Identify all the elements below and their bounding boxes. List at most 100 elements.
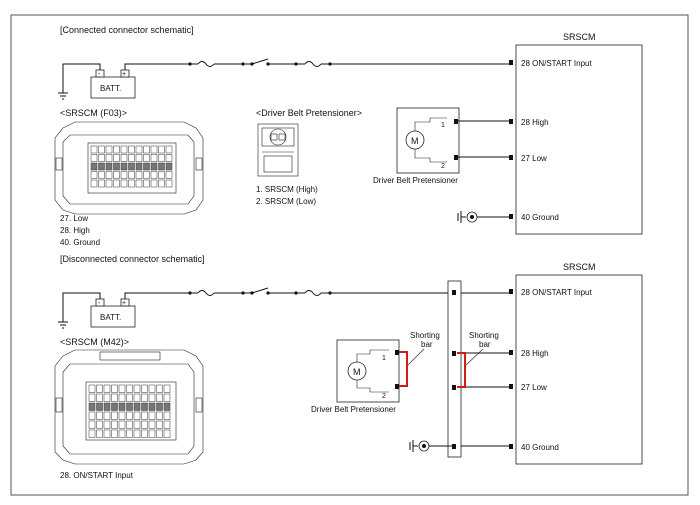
pretensioner-connector <box>257 123 299 177</box>
disconnected-battery-label: BATT. <box>100 313 121 322</box>
connector-terminal <box>128 145 135 154</box>
connector-terminal <box>141 429 148 438</box>
connector-terminal <box>133 429 141 438</box>
connector-terminal <box>158 162 165 171</box>
connector-terminal <box>141 393 148 402</box>
connected-connector-pin-2: 28. High <box>60 226 90 235</box>
connector-terminal <box>165 179 173 188</box>
connector-terminal <box>156 420 163 429</box>
connector-terminal <box>111 429 118 438</box>
connector-terminal <box>158 145 165 154</box>
connector-terminal <box>111 402 118 411</box>
connector-terminal <box>135 171 143 179</box>
connector-terminal <box>98 162 105 171</box>
connector-terminal <box>88 420 96 429</box>
connector-terminal <box>148 393 156 402</box>
connector-terminal <box>113 179 120 188</box>
svg-text:1: 1 <box>441 122 445 129</box>
connected-section: [Connected connector schematic] SRSCM 28… <box>54 25 643 247</box>
connector-terminal <box>88 411 96 420</box>
connector-terminal <box>113 162 120 171</box>
connector-terminal <box>103 411 111 420</box>
connector-terminal <box>148 402 156 411</box>
connector-terminal <box>120 179 128 188</box>
connector-terminal <box>120 145 128 154</box>
connector-terminal <box>150 171 158 179</box>
svg-text:2: 2 <box>441 163 445 170</box>
connector-terminal <box>163 402 171 411</box>
connector-terminal <box>143 154 150 162</box>
pretensioner-connector-title: <Driver Belt Pretensioner> <box>256 108 362 118</box>
connector-terminal <box>111 393 118 402</box>
connected-battery <box>90 76 136 99</box>
connected-connector-title: <SRSCM (F03)> <box>60 108 127 118</box>
connector-terminal <box>118 393 126 402</box>
connector-terminal <box>133 393 141 402</box>
disconnected-heading: [Disconnected connector schematic] <box>60 254 205 264</box>
connector-terminal <box>141 411 148 420</box>
connected-module-pin-1: 28 ON/START Input <box>521 59 592 68</box>
connector-terminal <box>148 384 156 393</box>
connector-terminal <box>103 420 111 429</box>
disconnected-connector-block <box>447 280 462 458</box>
svg-text:2: 2 <box>382 393 386 400</box>
connector-terminal <box>103 402 111 411</box>
connector-terminal <box>111 420 118 429</box>
pretensioner-pin-2: 2. SRSCM (Low) <box>256 197 316 206</box>
connector-terminal <box>133 384 141 393</box>
connector-terminal <box>105 145 113 154</box>
connector-terminal <box>148 420 156 429</box>
svg-text:-: - <box>98 71 101 78</box>
connector-terminal <box>126 393 133 402</box>
connector-terminal <box>156 393 163 402</box>
connected-module-title: SRSCM <box>563 32 596 42</box>
connector-terminal <box>118 420 126 429</box>
connector-terminal <box>135 145 143 154</box>
connector-terminal <box>90 162 98 171</box>
connector-terminal <box>118 402 126 411</box>
connector-terminal <box>163 411 171 420</box>
connector-terminal <box>96 402 103 411</box>
disconnected-pretensioner-label: Driver Belt Pretensioner <box>311 405 396 414</box>
connector-terminal <box>165 154 173 162</box>
connector-terminal <box>90 171 98 179</box>
connector-terminal <box>96 429 103 438</box>
disconnected-section: [Disconnected connector schematic] SRSCM… <box>54 254 643 480</box>
connector-terminal <box>128 171 135 179</box>
connector-terminal <box>143 162 150 171</box>
shorting-bar-label-right-1: Shorting <box>469 331 499 340</box>
connector-terminal <box>120 154 128 162</box>
connector-terminal <box>150 162 158 171</box>
connector-terminal <box>90 145 98 154</box>
connector-terminal <box>143 145 150 154</box>
pretensioner-pin-1: 1. SRSCM (High) <box>256 185 318 194</box>
connector-terminal <box>165 171 173 179</box>
connector-terminal <box>156 429 163 438</box>
disconnected-module-pin-3: 27 Low <box>521 383 547 392</box>
connector-terminal <box>98 171 105 179</box>
connector-terminal <box>111 384 118 393</box>
connector-terminal <box>128 179 135 188</box>
connector-terminal <box>128 162 135 171</box>
svg-text:+: + <box>122 71 126 78</box>
connector-terminal <box>135 154 143 162</box>
connector-terminal <box>103 384 111 393</box>
connector-terminal <box>156 384 163 393</box>
connector-terminal <box>158 154 165 162</box>
connector-terminal <box>141 384 148 393</box>
connected-srscm-module <box>515 44 643 235</box>
connector-terminal <box>105 162 113 171</box>
connector-terminal <box>96 393 103 402</box>
connected-pin-marker <box>509 214 513 219</box>
connector-terminal <box>148 429 156 438</box>
connector-terminal <box>111 411 118 420</box>
disconnected-module-title: SRSCM <box>563 262 596 272</box>
connected-pin-marker <box>509 119 513 124</box>
connected-module-pin-4: 40 Ground <box>521 213 559 222</box>
connector-terminal <box>158 179 165 188</box>
connector-terminal <box>165 162 173 171</box>
connector-terminal <box>113 171 120 179</box>
connector-terminal <box>163 384 171 393</box>
svg-text:1: 1 <box>382 355 386 362</box>
connector-terminal <box>118 384 126 393</box>
